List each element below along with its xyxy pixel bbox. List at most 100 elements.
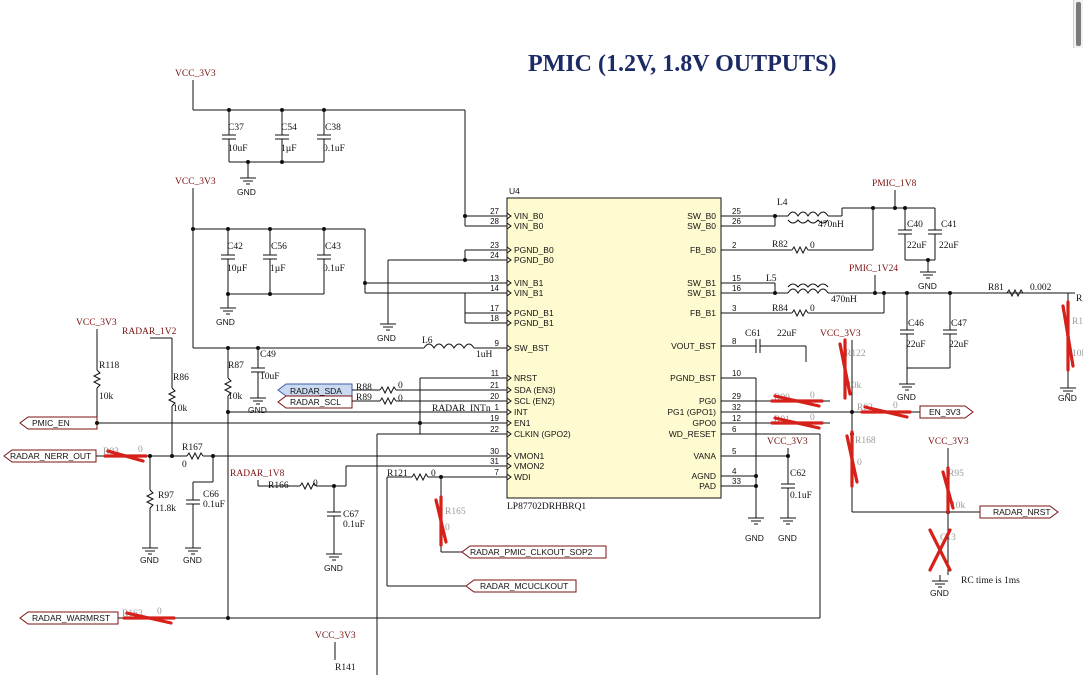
ic-pin-name: PG0 [699, 396, 716, 406]
ic-pin-number: 31 [490, 457, 499, 466]
ic-pin-name: VIN_B0 [514, 211, 544, 221]
input-decoupling-b1: VCC_3V3 GND C42 10µF C56 1µF C43 0.1uF [175, 177, 507, 348]
ic-pin-number: 19 [490, 414, 499, 423]
res-ref: R88 [356, 383, 372, 393]
pmic-1v8-label: PMIC_1V8 [872, 179, 917, 189]
cap-ref: C43 [325, 242, 341, 252]
gnd-label: GND [237, 187, 256, 197]
res-ref: R84 [772, 304, 788, 314]
ic-pin-name: AGND [691, 471, 716, 481]
ic-pin-marker [506, 319, 512, 327]
dnp-val: 0 [810, 413, 815, 423]
gnd-label: GND [248, 405, 267, 415]
res-value: 10k [173, 404, 188, 414]
ic-pin-name: GPO0 [692, 418, 716, 428]
ic-pin-name: VMON1 [514, 451, 545, 461]
ic-pin-marker [506, 279, 512, 287]
edge-ref-label: R [1076, 294, 1083, 304]
sheet-title: PMIC (1.2V, 1.8V OUTPUTS) [528, 51, 836, 77]
ic-pin-number: 5 [732, 447, 737, 456]
res-ref: R87 [228, 361, 244, 371]
ic-pin-marker [506, 222, 512, 230]
radar-pmic-clkout-port [461, 545, 607, 559]
ic-pin-number: 22 [490, 425, 499, 434]
ic-pin-number: 18 [490, 314, 499, 323]
pmic-ic-body [506, 197, 722, 499]
ic-part-number: LP87702DRHBRQ1 [507, 502, 586, 512]
ic-pin-marker [506, 397, 512, 405]
res-ref: R97 [158, 491, 174, 501]
net-label: EN_3V3 [929, 407, 961, 417]
cap-ref: C42 [227, 242, 243, 252]
net-label: RADAR_SCL [290, 397, 341, 407]
ic-pin-name: FB_B1 [690, 308, 716, 318]
cap-value: 22uF [906, 340, 926, 350]
ic-pin-marker [506, 256, 512, 264]
vcc-label-1: VCC_3V3 [175, 69, 216, 79]
radar-nrst-port [979, 505, 1059, 519]
ic-pin-name: PG1 (GPO1) [667, 407, 716, 417]
ic-pin-number: 4 [732, 467, 737, 476]
inductor-value: 470nH [831, 295, 857, 305]
ic-pin-number: 24 [490, 251, 499, 260]
ic-pin-number: 29 [732, 392, 741, 401]
ic-pin-number: 12 [732, 414, 741, 423]
vcc-label-4: VCC_3V3 [767, 437, 808, 447]
cap-ref: C47 [951, 319, 967, 329]
net-label: PMIC_EN [32, 418, 70, 428]
radar-1v8-label: RADAR_1V8 [230, 469, 285, 479]
cap-value: 0.1uF [203, 500, 225, 510]
ic-pin-name: PAD [699, 481, 716, 491]
ic-pin-marker [506, 289, 512, 297]
cap-value: 0.1uF [343, 520, 365, 530]
pgnd-return: GND [377, 249, 507, 343]
dnp-val: 10k [847, 381, 862, 391]
ic-pin-marker [506, 246, 512, 254]
ic-pin-name: SCL (EN2) [514, 396, 555, 406]
gnd-label: GND [216, 317, 235, 327]
cap-value: 22uF [907, 241, 927, 251]
res-ref: R118 [99, 361, 119, 371]
gnd-label: GND [324, 563, 343, 573]
cap-value: 10uF [228, 144, 248, 154]
net-label: RADAR_WARMRST [32, 613, 110, 623]
ic-pin-number: 2 [732, 241, 737, 250]
ic-pin-number: 23 [490, 241, 499, 250]
scrollbar-thumb[interactable] [1076, 2, 1081, 46]
ic-pin-number: 9 [495, 339, 500, 348]
ic-pin-number: 16 [732, 284, 741, 293]
net-label: RADAR_SDA [290, 386, 342, 396]
cap-ref: C38 [325, 123, 341, 133]
dnp-val: 0 [445, 523, 450, 533]
cap-ref: C66 [203, 490, 219, 500]
vcc-label-6: VCC_3V3 [315, 631, 356, 641]
res-value: 0 [313, 479, 318, 489]
dnp-val: 10k [951, 501, 966, 511]
ic-pin-name: PGND_B0 [514, 245, 554, 255]
res-value: 0.002 [1030, 283, 1052, 293]
dnp-red-marks [103, 300, 1075, 625]
gnd-label: GND [377, 333, 396, 343]
res-value: 11.8k [155, 504, 176, 514]
ic-pin-marker [506, 374, 512, 382]
ic-pin-marker [506, 344, 512, 352]
ic-pin-name: VANA [693, 451, 716, 461]
inductor-ref: L5 [766, 274, 777, 284]
cap-ref: C61 [745, 329, 761, 339]
ic-pin-number: 6 [732, 425, 737, 434]
ic-pin-marker [506, 430, 512, 438]
cap-ref: C62 [790, 469, 806, 479]
input-decoupling-top: VCC_3V3 GND C37 10uF C54 1µF C38 0.1uF [175, 69, 507, 227]
ic-pin-number: 28 [490, 217, 499, 226]
dnp-ref: R160 [1072, 317, 1083, 327]
ic-pin-number: 10 [732, 369, 741, 378]
ic-pin-name: EN1 [514, 418, 531, 428]
ic-pin-number: 27 [490, 207, 499, 216]
ic-pin-marker [506, 473, 512, 481]
dnp-ref: R168 [855, 436, 876, 446]
ic-pin-name: VMON2 [514, 461, 545, 471]
cap-value: 0.1uF [323, 144, 345, 154]
vertical-scrollbar[interactable] [1073, 0, 1083, 48]
rc-time-note: RC time is 1ms [961, 576, 1020, 586]
